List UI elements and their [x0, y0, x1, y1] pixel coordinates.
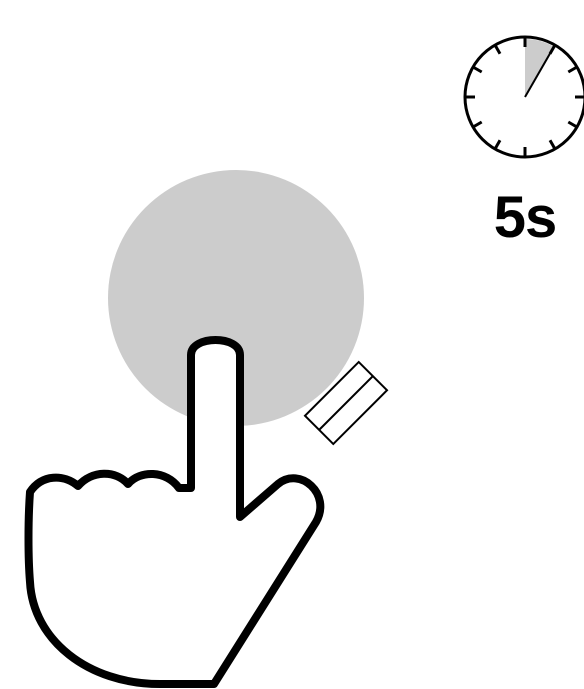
timer-duration-label: 5s	[470, 186, 580, 250]
stopwatch-face	[465, 37, 584, 157]
stopwatch-icon	[465, 37, 584, 157]
